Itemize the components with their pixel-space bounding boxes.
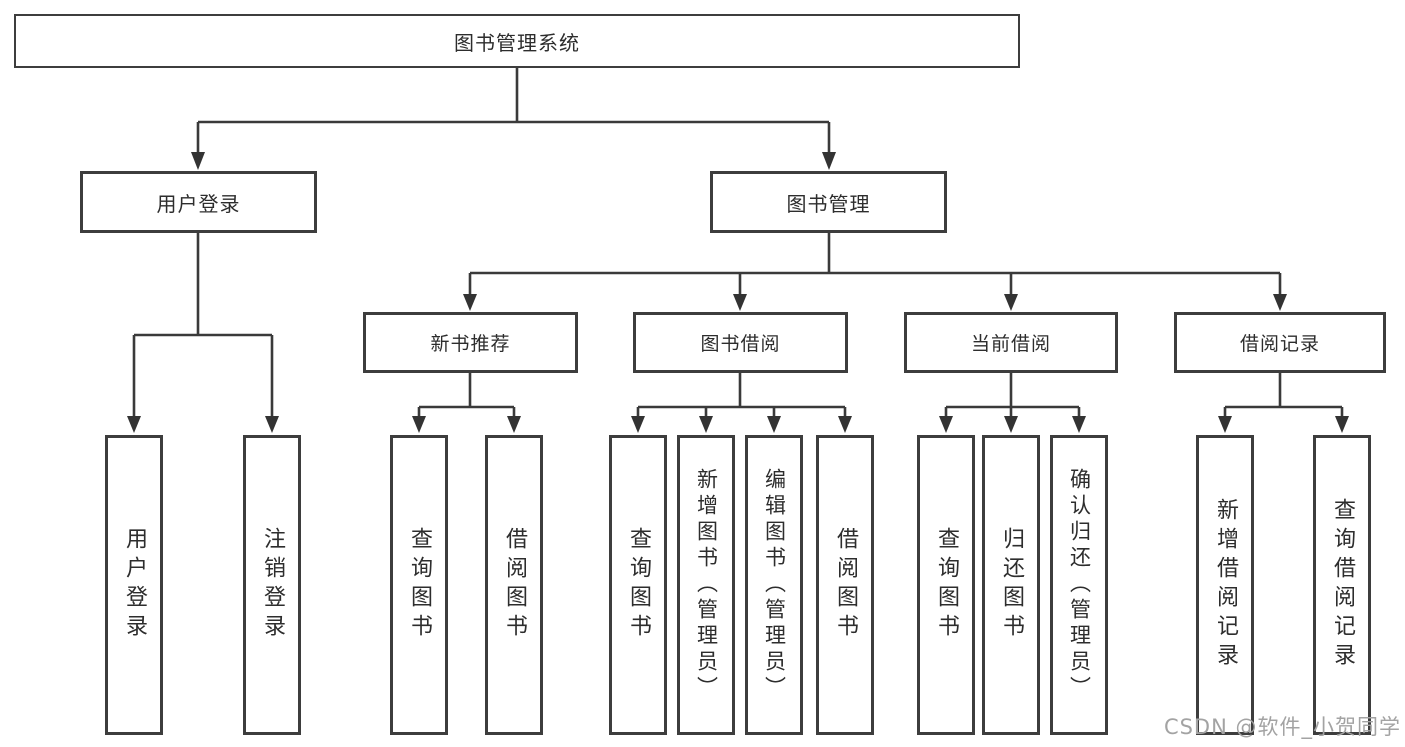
leaf-br-add-record: 新增借阅记录 (1196, 435, 1254, 735)
node-borrow-records: 借阅记录 (1174, 312, 1386, 373)
leaf-nbr-query-books: 查询图书 (390, 435, 448, 735)
node-label: 图书借阅 (700, 333, 781, 355)
node-label: 新书推荐 (430, 333, 511, 355)
leaf-label: 查询图书 (407, 527, 432, 643)
leaf-bb-borrow-books: 借阅图书 (816, 435, 874, 735)
leaf-label: 归还图书 (999, 527, 1024, 643)
leaf-nbr-borrow-books: 借阅图书 (485, 435, 543, 735)
leaf-bb-edit-books: 编辑图书（管理员） (745, 435, 803, 735)
node-label: 当前借阅 (970, 333, 1051, 355)
leaf-cb-query-books: 查询图书 (917, 435, 975, 735)
node-current-borrow: 当前借阅 (904, 312, 1118, 373)
leaf-logout: 注销登录 (243, 435, 301, 735)
node-user-login-branch: 用户登录 (80, 171, 317, 233)
node-label: 借阅记录 (1239, 333, 1320, 355)
node-new-book-recommend: 新书推荐 (363, 312, 578, 373)
leaf-label: 新增借阅记录 (1213, 498, 1238, 672)
node-root: 图书管理系统 (14, 14, 1020, 68)
leaf-bb-query-books: 查询图书 (609, 435, 667, 735)
node-label: 图书管理 (786, 191, 871, 216)
node-book-management-branch: 图书管理 (710, 171, 947, 233)
leaf-label: 注销登录 (260, 527, 285, 643)
leaf-cb-confirm-return: 确认归还（管理员） (1050, 435, 1108, 735)
leaf-label: 编辑图书（管理员） (762, 468, 787, 702)
leaf-label: 查询借阅记录 (1330, 498, 1355, 672)
leaf-br-query-record: 查询借阅记录 (1313, 435, 1371, 735)
leaf-cb-return-books: 归还图书 (982, 435, 1040, 735)
leaf-label: 查询图书 (934, 527, 959, 643)
leaf-label: 借阅图书 (502, 527, 527, 643)
leaf-label: 新增图书（管理员） (694, 468, 719, 702)
node-label: 用户登录 (156, 191, 241, 216)
node-root-label: 图书管理系统 (454, 30, 580, 55)
leaf-bb-add-books: 新增图书（管理员） (677, 435, 735, 735)
watermark: CSDN @软件_小贺同学 (1163, 715, 1401, 739)
leaf-label: 确认归还（管理员） (1067, 468, 1092, 702)
node-book-borrow: 图书借阅 (633, 312, 848, 373)
leaf-label: 查询图书 (626, 527, 651, 643)
leaf-user-login: 用户登录 (105, 435, 163, 735)
leaf-label: 用户登录 (122, 527, 147, 643)
leaf-label: 借阅图书 (833, 527, 858, 643)
